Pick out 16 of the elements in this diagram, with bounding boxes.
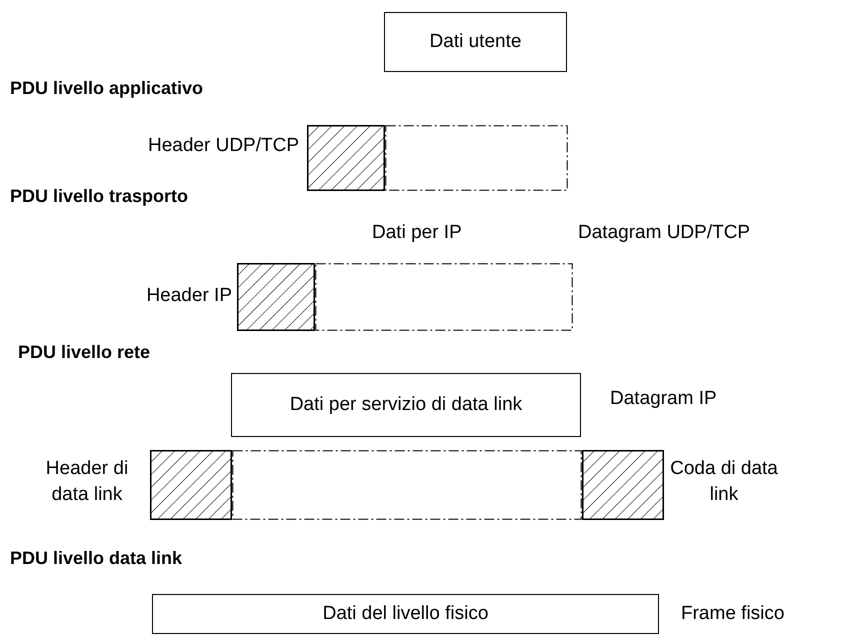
layer-heading: PDU livello rete	[18, 342, 150, 363]
payload-box	[232, 450, 582, 520]
section-label: Dati per IP	[372, 222, 462, 244]
layer-heading: PDU livello data link	[10, 548, 182, 569]
layer-heading: PDU livello applicativo	[10, 78, 204, 99]
part-label: Header UDP/TCP	[147, 135, 299, 157]
payload-box	[385, 125, 568, 191]
layer-heading: PDU livello trasporto	[10, 186, 188, 207]
part-label: Frame fisico	[681, 603, 786, 625]
section-label: Datagram UDP/TCP	[578, 222, 750, 244]
payload-box	[315, 263, 573, 331]
data-box: Dati utente	[384, 12, 567, 72]
part-label: Header di data link	[44, 457, 130, 507]
part-label: Header IP	[145, 285, 232, 307]
part-label: Datagram IP	[610, 388, 718, 410]
part-label: Coda di data link	[669, 457, 779, 507]
